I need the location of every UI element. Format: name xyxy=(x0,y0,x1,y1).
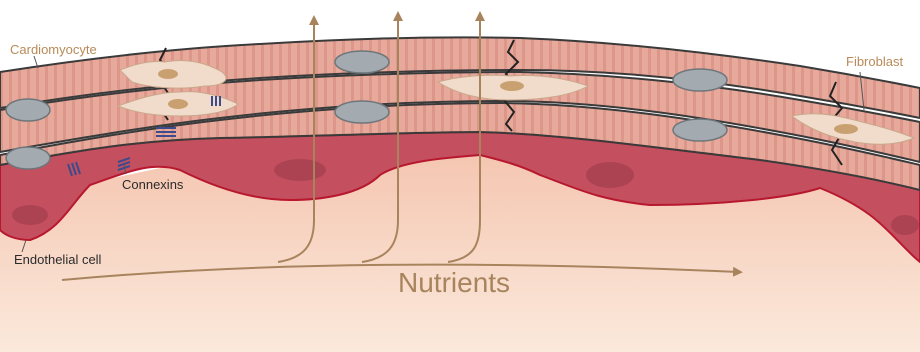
endothelial-nucleus xyxy=(274,159,326,181)
cardiomyocyte-nucleus xyxy=(673,69,727,91)
endothelial-nucleus xyxy=(12,205,48,225)
cardiomyocyte-nucleus xyxy=(335,101,389,123)
endothelial-nucleus xyxy=(891,215,919,235)
label-fibroblast: Fibroblast xyxy=(846,54,903,69)
cardiomyocyte-nucleus xyxy=(673,119,727,141)
fibroblast-nucleus xyxy=(158,69,178,79)
cardiomyocyte-nucleus xyxy=(6,147,50,169)
cardiomyocyte-nucleus xyxy=(6,99,50,121)
label-cardiomyocyte: Cardiomyocyte xyxy=(10,42,97,57)
label-nutrients: Nutrients xyxy=(398,267,510,298)
cardiomyocyte-nucleus xyxy=(335,51,389,73)
fibroblast-nucleus xyxy=(834,124,858,134)
label-endothelial-cell: Endothelial cell xyxy=(14,252,102,267)
fibroblast-nucleus xyxy=(500,81,524,91)
label-connexins: Connexins xyxy=(122,177,184,192)
endothelial-nucleus xyxy=(586,162,634,188)
fibroblast-nucleus xyxy=(168,99,188,109)
